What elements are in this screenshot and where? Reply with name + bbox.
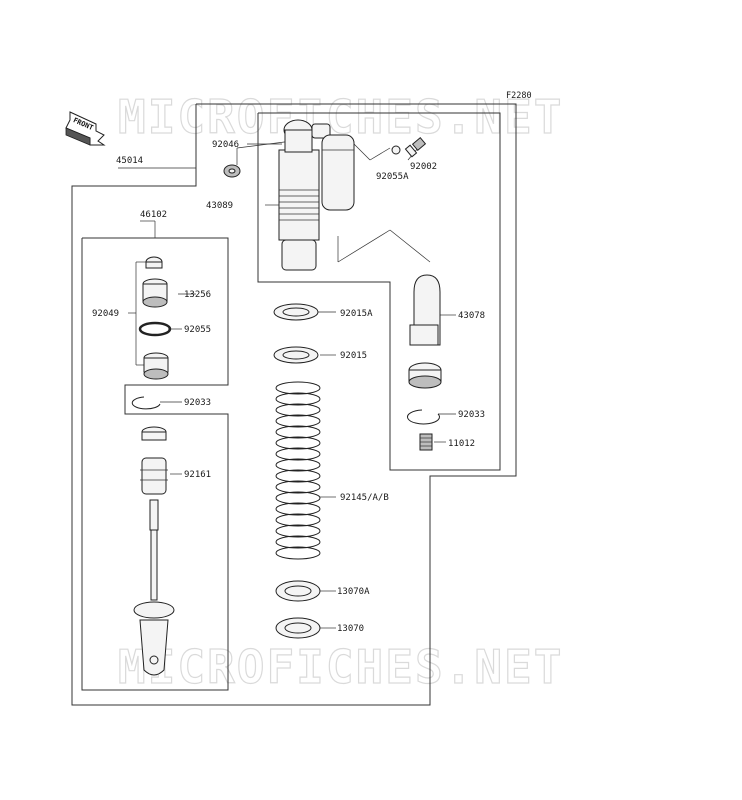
label-92046: 92046 bbox=[212, 140, 239, 150]
label-92049: 92049 bbox=[92, 309, 119, 319]
label-45014: 45014 bbox=[116, 156, 143, 166]
spring-coil bbox=[275, 425, 321, 439]
spring-coil bbox=[275, 546, 321, 560]
label-46102: 46102 bbox=[140, 210, 167, 220]
figure-code: F2280 bbox=[506, 91, 532, 101]
label-92055A: 92055A bbox=[376, 172, 409, 182]
o-ring-part bbox=[138, 321, 172, 337]
spring-seat-a-part bbox=[275, 580, 321, 602]
bump-rubber-part bbox=[140, 457, 168, 495]
reservoir-frame bbox=[257, 112, 501, 471]
label-11012: 11012 bbox=[448, 439, 475, 449]
cartridge-frame bbox=[81, 237, 229, 691]
spring-coil bbox=[275, 491, 321, 505]
seal-head-part bbox=[142, 278, 168, 308]
shock-body-part bbox=[278, 119, 355, 271]
bladder-part bbox=[409, 274, 441, 346]
label-13070A: 13070A bbox=[337, 587, 370, 597]
lock-nut-part bbox=[273, 346, 319, 364]
spring-coil bbox=[275, 458, 321, 472]
label-92033-left: 92033 bbox=[184, 398, 211, 408]
label-92033-right: 92033 bbox=[458, 410, 485, 420]
spring-coil bbox=[275, 480, 321, 494]
label-92161: 92161 bbox=[184, 470, 211, 480]
spring-coil bbox=[275, 403, 321, 417]
assembly-frame bbox=[71, 103, 517, 706]
spring-coil bbox=[275, 469, 321, 483]
valve-part bbox=[419, 433, 433, 451]
spring-coil bbox=[275, 513, 321, 527]
spring-coil bbox=[275, 436, 321, 450]
watermark-bottom: MICROFICHES.NET bbox=[118, 640, 563, 694]
spring-coil bbox=[275, 502, 321, 516]
label-43078: 43078 bbox=[458, 311, 485, 321]
label-92015: 92015 bbox=[340, 351, 367, 361]
label-92055: 92055 bbox=[184, 325, 211, 335]
bolt-part bbox=[404, 137, 427, 158]
circlip-right-part bbox=[407, 409, 440, 425]
o-ring-small-part bbox=[391, 145, 401, 155]
lock-nut-a-part bbox=[273, 303, 319, 321]
label-92145: 92145/A/B bbox=[340, 493, 389, 503]
piston-part bbox=[143, 352, 169, 380]
label-92002: 92002 bbox=[410, 162, 437, 172]
bump-cap-part bbox=[141, 426, 167, 441]
spring-coil bbox=[275, 381, 321, 395]
label-43089: 43089 bbox=[206, 201, 233, 211]
reservoir-cap-part bbox=[408, 362, 442, 389]
shaft-part bbox=[133, 499, 175, 676]
circlip-left-part bbox=[131, 396, 161, 410]
spring-coil bbox=[275, 392, 321, 406]
spring-coil bbox=[275, 535, 321, 549]
front-arrow-icon: FRONT bbox=[65, 111, 106, 146]
label-13070: 13070 bbox=[337, 624, 364, 634]
spring-seat-part bbox=[275, 617, 321, 639]
label-13256: 13256 bbox=[184, 290, 211, 300]
spring-coil bbox=[275, 524, 321, 538]
spring-coil bbox=[275, 414, 321, 428]
bushing-part bbox=[223, 164, 241, 178]
spring-part bbox=[275, 381, 321, 560]
spring-coil bbox=[275, 447, 321, 461]
nut-part bbox=[145, 256, 163, 269]
label-92015A: 92015A bbox=[340, 309, 373, 319]
